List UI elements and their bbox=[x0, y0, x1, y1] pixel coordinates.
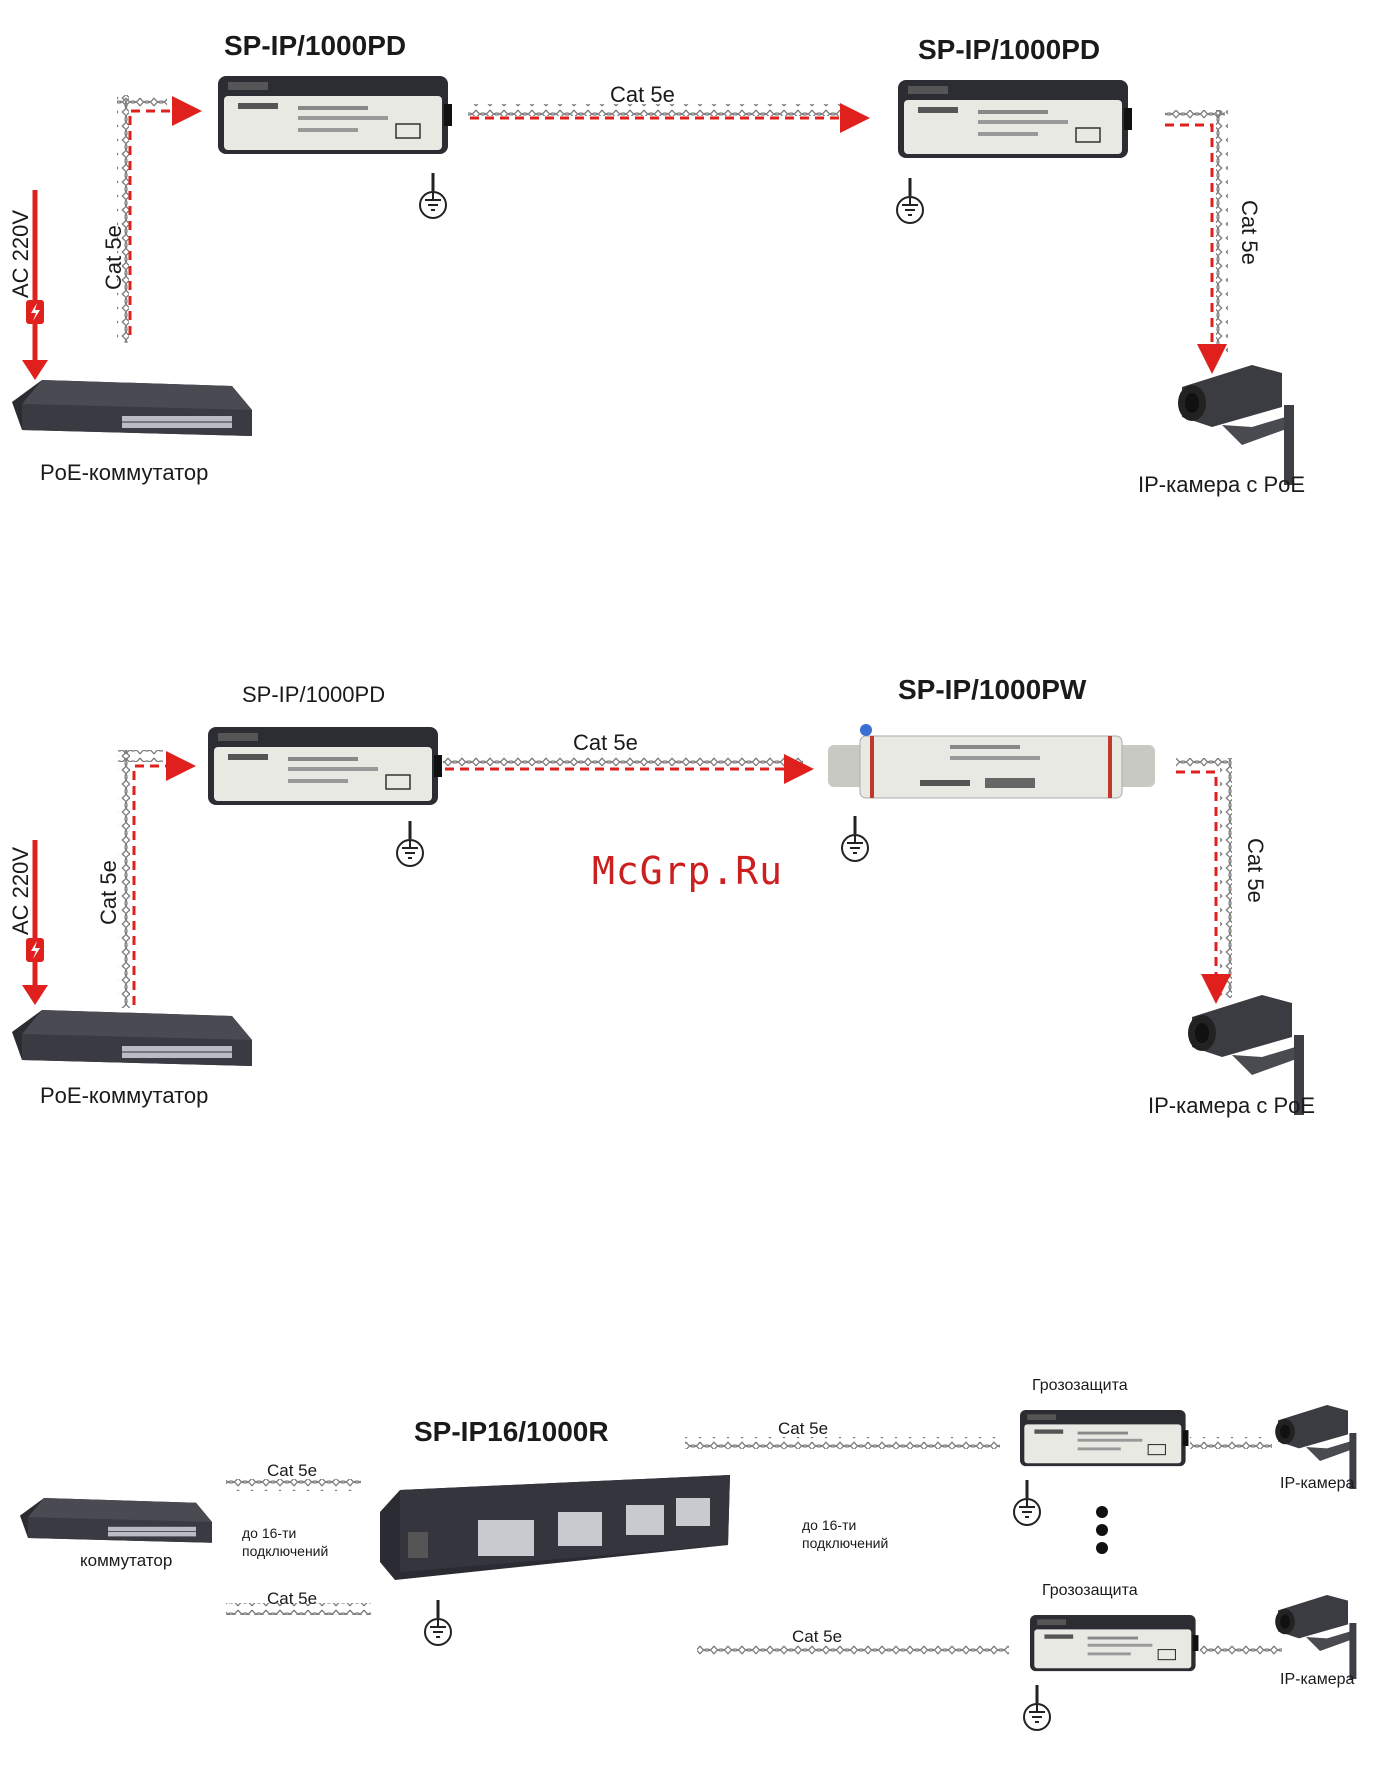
power-flow-arrow bbox=[128, 96, 202, 335]
ellipsis-dot bbox=[1096, 1506, 1108, 1518]
poe-switch-device bbox=[11, 1009, 253, 1067]
switch-label: PoE-коммутатор bbox=[40, 460, 209, 485]
surge-protector-device bbox=[1019, 1409, 1190, 1467]
power-label: AC 220V bbox=[8, 209, 33, 298]
cable-in-bottom bbox=[226, 1603, 371, 1615]
patch-panel-device bbox=[380, 1475, 730, 1580]
ellipsis-dot bbox=[1096, 1542, 1108, 1554]
cable-middle bbox=[468, 104, 848, 116]
connections-left-line1: до 16-ти bbox=[242, 1525, 297, 1541]
ground-icon bbox=[895, 176, 925, 225]
cable-camera-top bbox=[1190, 1437, 1272, 1449]
power-flow-arrow bbox=[1165, 123, 1227, 374]
cable-left-vertical bbox=[117, 95, 129, 343]
protector-bottom-label: Грозозащита bbox=[1042, 1582, 1138, 1599]
power-arrow-head bbox=[22, 360, 48, 380]
cable-right-vertical bbox=[1220, 758, 1232, 998]
cable-right-label: Cat 5e bbox=[1237, 200, 1262, 265]
cable-left-label: Cat 5e bbox=[96, 860, 121, 925]
surge-protector-device bbox=[1029, 1614, 1200, 1672]
lightning-icon bbox=[26, 938, 44, 962]
poe-switch-device bbox=[11, 379, 253, 437]
camera-bottom-label: IP-камера bbox=[1280, 1671, 1355, 1688]
ground-icon bbox=[840, 814, 870, 863]
connections-right-line1: до 16-ти bbox=[802, 1517, 857, 1533]
camera-label: IP-камера с PoE bbox=[1148, 1093, 1316, 1118]
ground-icon bbox=[1022, 1683, 1052, 1732]
power-arrow-head bbox=[22, 985, 48, 1005]
ground-icon bbox=[423, 1598, 453, 1647]
cable-right-vertical bbox=[1216, 110, 1228, 360]
camera-label: IP-камера с PoE bbox=[1138, 472, 1306, 497]
cable-out-bottom-label: Cat 5e bbox=[792, 1627, 843, 1646]
device-right-title: SP-IP/1000PD bbox=[918, 34, 1101, 65]
ground-icon bbox=[395, 819, 425, 868]
device-right-title: SP-IP/1000PW bbox=[898, 674, 1087, 705]
cable-right-horizontal bbox=[1176, 758, 1228, 770]
ip-camera-device bbox=[1178, 365, 1294, 485]
device-left-title: SP-IP/1000PD bbox=[242, 682, 386, 707]
cable-top-label: Cat 5e bbox=[573, 730, 638, 755]
cable-left-label: Cat 5e bbox=[101, 225, 126, 290]
panel-title: SP-IP16/1000R bbox=[414, 1416, 609, 1447]
power-flow-arrow bbox=[1176, 770, 1231, 1004]
cable-left-horizontal bbox=[117, 95, 167, 107]
cable-left-horizontal bbox=[118, 750, 163, 762]
device-left-title: SP-IP/1000PD bbox=[224, 30, 407, 61]
watermark: McGrp.Ru bbox=[592, 849, 784, 893]
power-label: AC 220V bbox=[8, 846, 33, 935]
diagram-1 bbox=[11, 75, 1294, 485]
cable-right-label: Cat 5e bbox=[1243, 838, 1268, 903]
diagram-3 bbox=[19, 1405, 1357, 1732]
cable-out-top-label: Cat 5e bbox=[778, 1419, 829, 1438]
cable-left-vertical bbox=[118, 750, 130, 1008]
ellipsis-dot bbox=[1096, 1524, 1108, 1536]
surge-protector-device bbox=[207, 726, 443, 806]
outdoor-protector-device bbox=[828, 724, 1155, 799]
ground-icon bbox=[1012, 1478, 1042, 1527]
ip-camera-device bbox=[1275, 1595, 1357, 1679]
connections-right-line2: подключений bbox=[802, 1535, 889, 1551]
surge-protector-device bbox=[897, 79, 1133, 159]
ground-icon bbox=[418, 171, 448, 220]
cable-middle bbox=[443, 754, 803, 766]
lightning-icon bbox=[26, 300, 44, 324]
cable-in-top bbox=[226, 1479, 361, 1491]
cable-top-label: Cat 5e bbox=[610, 82, 675, 107]
cable-in-top-label: Cat 5e bbox=[267, 1461, 318, 1480]
camera-top-label: IP-камера bbox=[1280, 1475, 1355, 1492]
power-flow-arrow bbox=[132, 751, 196, 1005]
cable-out-top bbox=[685, 1437, 1000, 1449]
protector-top-label: Грозозащита bbox=[1032, 1377, 1128, 1394]
cable-camera-bottom bbox=[1200, 1643, 1282, 1655]
switch-label: коммутатор bbox=[80, 1551, 173, 1570]
cable-out-bottom bbox=[697, 1645, 1009, 1657]
cable-in-bottom-label: Cat 5e bbox=[267, 1589, 318, 1608]
switch-device bbox=[19, 1497, 213, 1544]
connections-left-line2: подключений bbox=[242, 1543, 329, 1559]
switch-label: PoE-коммутатор bbox=[40, 1083, 209, 1108]
cable-right-horizontal bbox=[1165, 110, 1225, 122]
surge-protector-device bbox=[217, 75, 453, 155]
diagram-2 bbox=[11, 724, 1304, 1115]
